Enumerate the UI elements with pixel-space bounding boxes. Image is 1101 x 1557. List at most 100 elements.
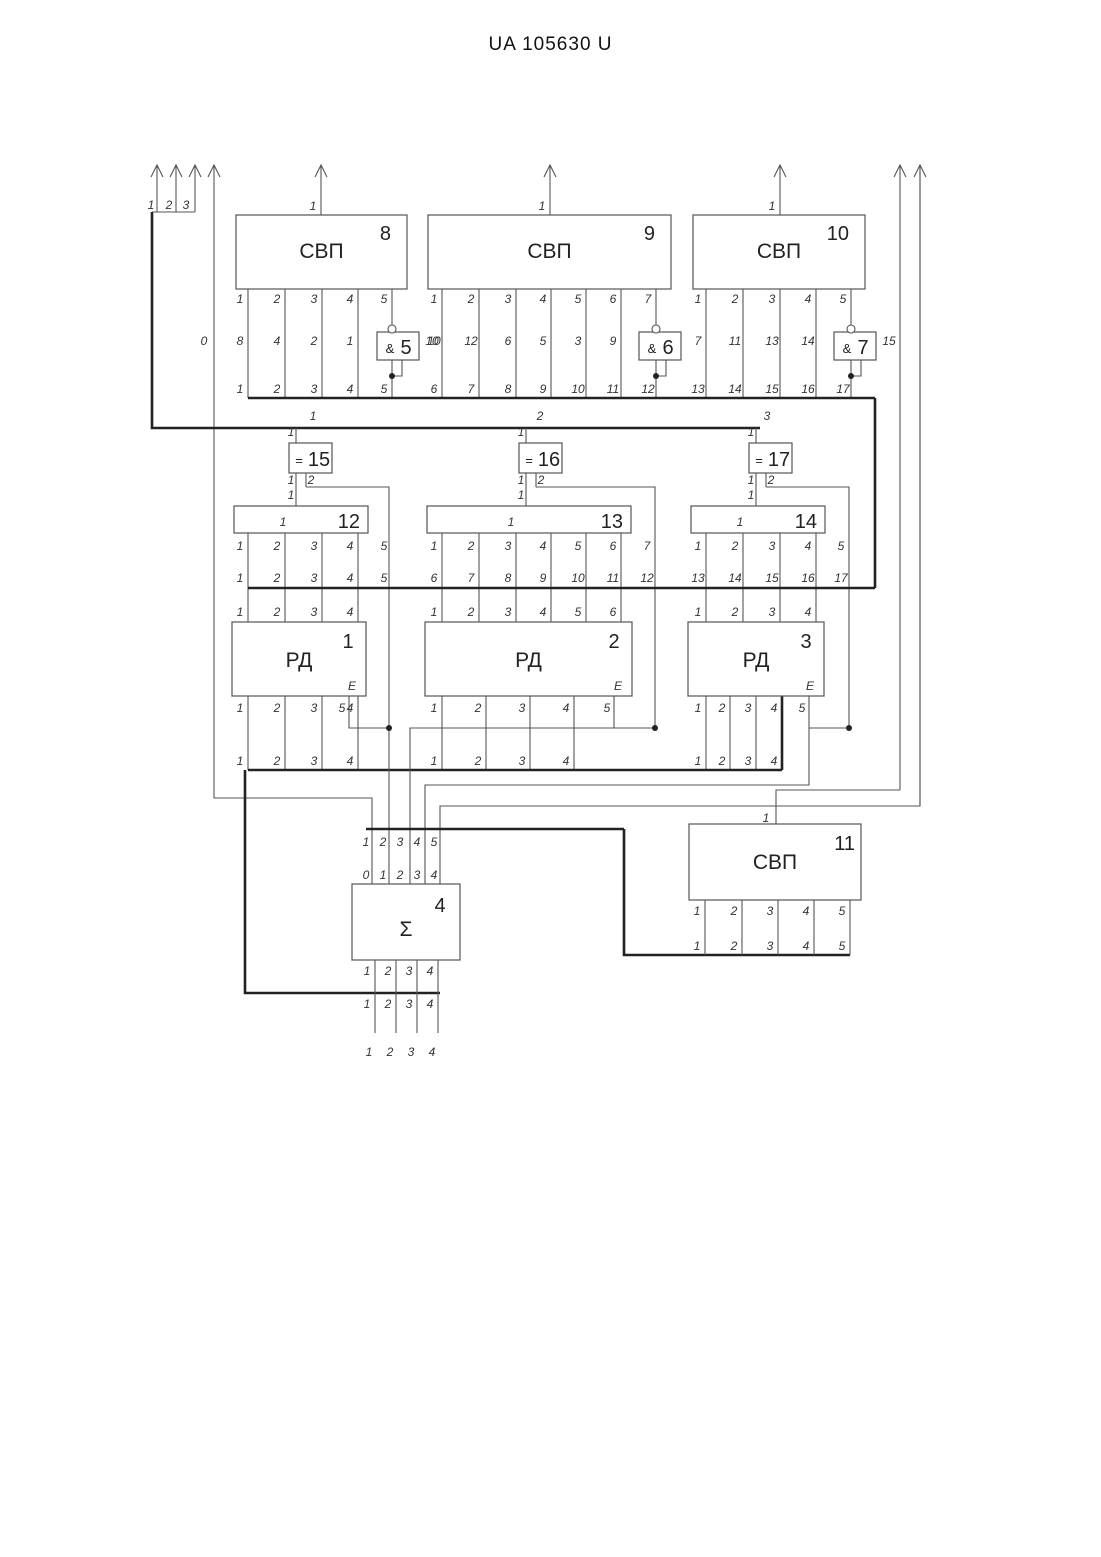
sum-bus-pin: 1 bbox=[363, 835, 370, 849]
xor17-symbol: = bbox=[755, 453, 763, 468]
xor15-top-pin: 1 bbox=[288, 425, 295, 439]
reg12-input-pin: 4 bbox=[347, 539, 354, 553]
svp9-label: СВП bbox=[527, 240, 571, 263]
svp9-input-pin: 1 bbox=[431, 292, 438, 306]
svp10-bus-pin: 17 bbox=[836, 382, 851, 396]
xor16-top-pin: 1 bbox=[518, 425, 525, 439]
svp8-bus-pin: 2 bbox=[273, 382, 281, 396]
reg13-bus-pin: 10 bbox=[571, 571, 585, 585]
junction-dot bbox=[848, 373, 854, 379]
svp9-extra-pin-left: 10 bbox=[425, 334, 439, 348]
rd3-bus-pin: 3 bbox=[745, 754, 752, 768]
xor16-in2-pin: 2 bbox=[537, 473, 545, 487]
svp8-weight-pin: 8 bbox=[237, 334, 244, 348]
xor17-out-pin: 1 bbox=[748, 488, 755, 502]
svp11-label: СВП bbox=[753, 851, 797, 874]
svp10-number: 10 bbox=[827, 223, 849, 245]
reg14-bus-pin: 16 bbox=[801, 571, 815, 585]
rd3-out-pin: 1 bbox=[695, 701, 702, 715]
reg13-input-pin: 1 bbox=[431, 539, 438, 553]
reg14-output-pin: 3 bbox=[769, 605, 776, 619]
xor16-symbol: = bbox=[525, 453, 533, 468]
sum-in-pin: 1 bbox=[380, 868, 387, 882]
svp11-input-pin: 5 bbox=[839, 904, 846, 918]
svp8-input-pin: 4 bbox=[347, 292, 354, 306]
rd3-number: 3 bbox=[800, 631, 811, 653]
svp8-weight-pin: 2 bbox=[310, 334, 318, 348]
sum-out-bus-pin: 4 bbox=[427, 997, 434, 1011]
reg12-input-pin-last: 5 bbox=[381, 539, 388, 553]
sum-bus-pin: 4 bbox=[414, 835, 421, 849]
reg14-bus-pin-last: 17 bbox=[834, 571, 849, 585]
xor15-out-pin: 1 bbox=[288, 488, 295, 502]
svp9-input-pin: 4 bbox=[540, 292, 547, 306]
rd3-bus-pin: 4 bbox=[771, 754, 778, 768]
svp10-bus-pin: 15 bbox=[765, 382, 779, 396]
svp11-bus-pin: 5 bbox=[839, 939, 846, 953]
svp10-input-pin: 5 bbox=[840, 292, 847, 306]
reg13-output-pin: 1 bbox=[431, 605, 438, 619]
svp8-bus-pin: 5 bbox=[381, 382, 388, 396]
and7-inverter bbox=[847, 325, 855, 333]
xor16-in1-pin: 1 bbox=[518, 473, 525, 487]
rd3-out5-pin: 5 bbox=[799, 701, 806, 715]
svp9-bus-pin: 11 bbox=[607, 382, 619, 396]
svp11-bus-pin: 3 bbox=[767, 939, 774, 953]
and6-number: 6 bbox=[662, 337, 673, 359]
xor16-out-pin: 1 bbox=[518, 488, 525, 502]
svp11-input-pin: 3 bbox=[767, 904, 774, 918]
rd1-number: 1 bbox=[342, 631, 353, 653]
rd2-out-pin: 2 bbox=[474, 701, 482, 715]
sum-out-pin: 1 bbox=[364, 964, 371, 978]
svp8-input-pin: 2 bbox=[273, 292, 281, 306]
sum-out-pin: 3 bbox=[406, 964, 413, 978]
reg12-output-pin: 2 bbox=[273, 605, 281, 619]
rd2-bus-pin: 1 bbox=[431, 754, 438, 768]
rd3-out-pin: 2 bbox=[718, 701, 726, 715]
svp11-number: 11 bbox=[834, 833, 855, 855]
svp9-weight-pin: 9 bbox=[610, 334, 617, 348]
bus-tap-label: 1 bbox=[310, 409, 317, 423]
rd1-bus-pin: 1 bbox=[237, 754, 244, 768]
svp8-output-pin: 1 bbox=[310, 199, 317, 213]
svp11-input-pin: 2 bbox=[730, 904, 738, 918]
svp11-bus-pin: 1 bbox=[694, 939, 701, 953]
svp11-input-pin: 4 bbox=[803, 904, 810, 918]
reg14-label: 1 bbox=[737, 515, 744, 529]
sum-in-pin: 3 bbox=[414, 868, 421, 882]
svp9-weight-pin: 6 bbox=[505, 334, 512, 348]
svp8-input-pin: 3 bbox=[311, 292, 318, 306]
reg12-bus-pin: 2 bbox=[273, 571, 281, 585]
svp9-weight-pin: 5 bbox=[540, 334, 547, 348]
svp9-input-pin: 2 bbox=[467, 292, 475, 306]
sum-final-pin: 1 bbox=[366, 1045, 373, 1059]
rd1-enable-wire bbox=[349, 696, 389, 728]
svp8-number: 8 bbox=[380, 223, 391, 245]
rd1-bus-pin: 4 bbox=[347, 754, 354, 768]
rd2-bus-pin: 4 bbox=[563, 754, 570, 768]
xor16-number: 16 bbox=[538, 449, 560, 471]
reg14-output-pin: 4 bbox=[805, 605, 812, 619]
and6-inverter bbox=[652, 325, 660, 333]
junction-dot bbox=[652, 725, 658, 731]
rd1-out-pin: 4 bbox=[347, 701, 354, 715]
reg13-input-pin: 4 bbox=[540, 539, 547, 553]
reg13-output-pin: 2 bbox=[467, 605, 475, 619]
rd1-out-pin: 3 bbox=[311, 701, 318, 715]
svp11-bus-pin: 4 bbox=[803, 939, 810, 953]
rd3-out-pin: 4 bbox=[771, 701, 778, 715]
sum-in-pin: 0 bbox=[363, 868, 370, 882]
rd2-number: 2 bbox=[608, 631, 619, 653]
reg12-bus-pin-last: 5 bbox=[381, 571, 388, 585]
junction-dot bbox=[653, 373, 659, 379]
sum-out-bus-pin: 2 bbox=[384, 997, 392, 1011]
sum-out-bus-pin: 1 bbox=[364, 997, 371, 1011]
reg13-bus-pin: 7 bbox=[468, 571, 476, 585]
and7-symbol: & bbox=[843, 341, 852, 356]
xor17-in2-pin: 2 bbox=[767, 473, 775, 487]
svp9-input-pin: 6 bbox=[610, 292, 617, 306]
rd2-enable-wire bbox=[614, 696, 655, 728]
reg12-input-pin: 3 bbox=[311, 539, 318, 553]
bus-tap-label: 2 bbox=[536, 409, 544, 423]
